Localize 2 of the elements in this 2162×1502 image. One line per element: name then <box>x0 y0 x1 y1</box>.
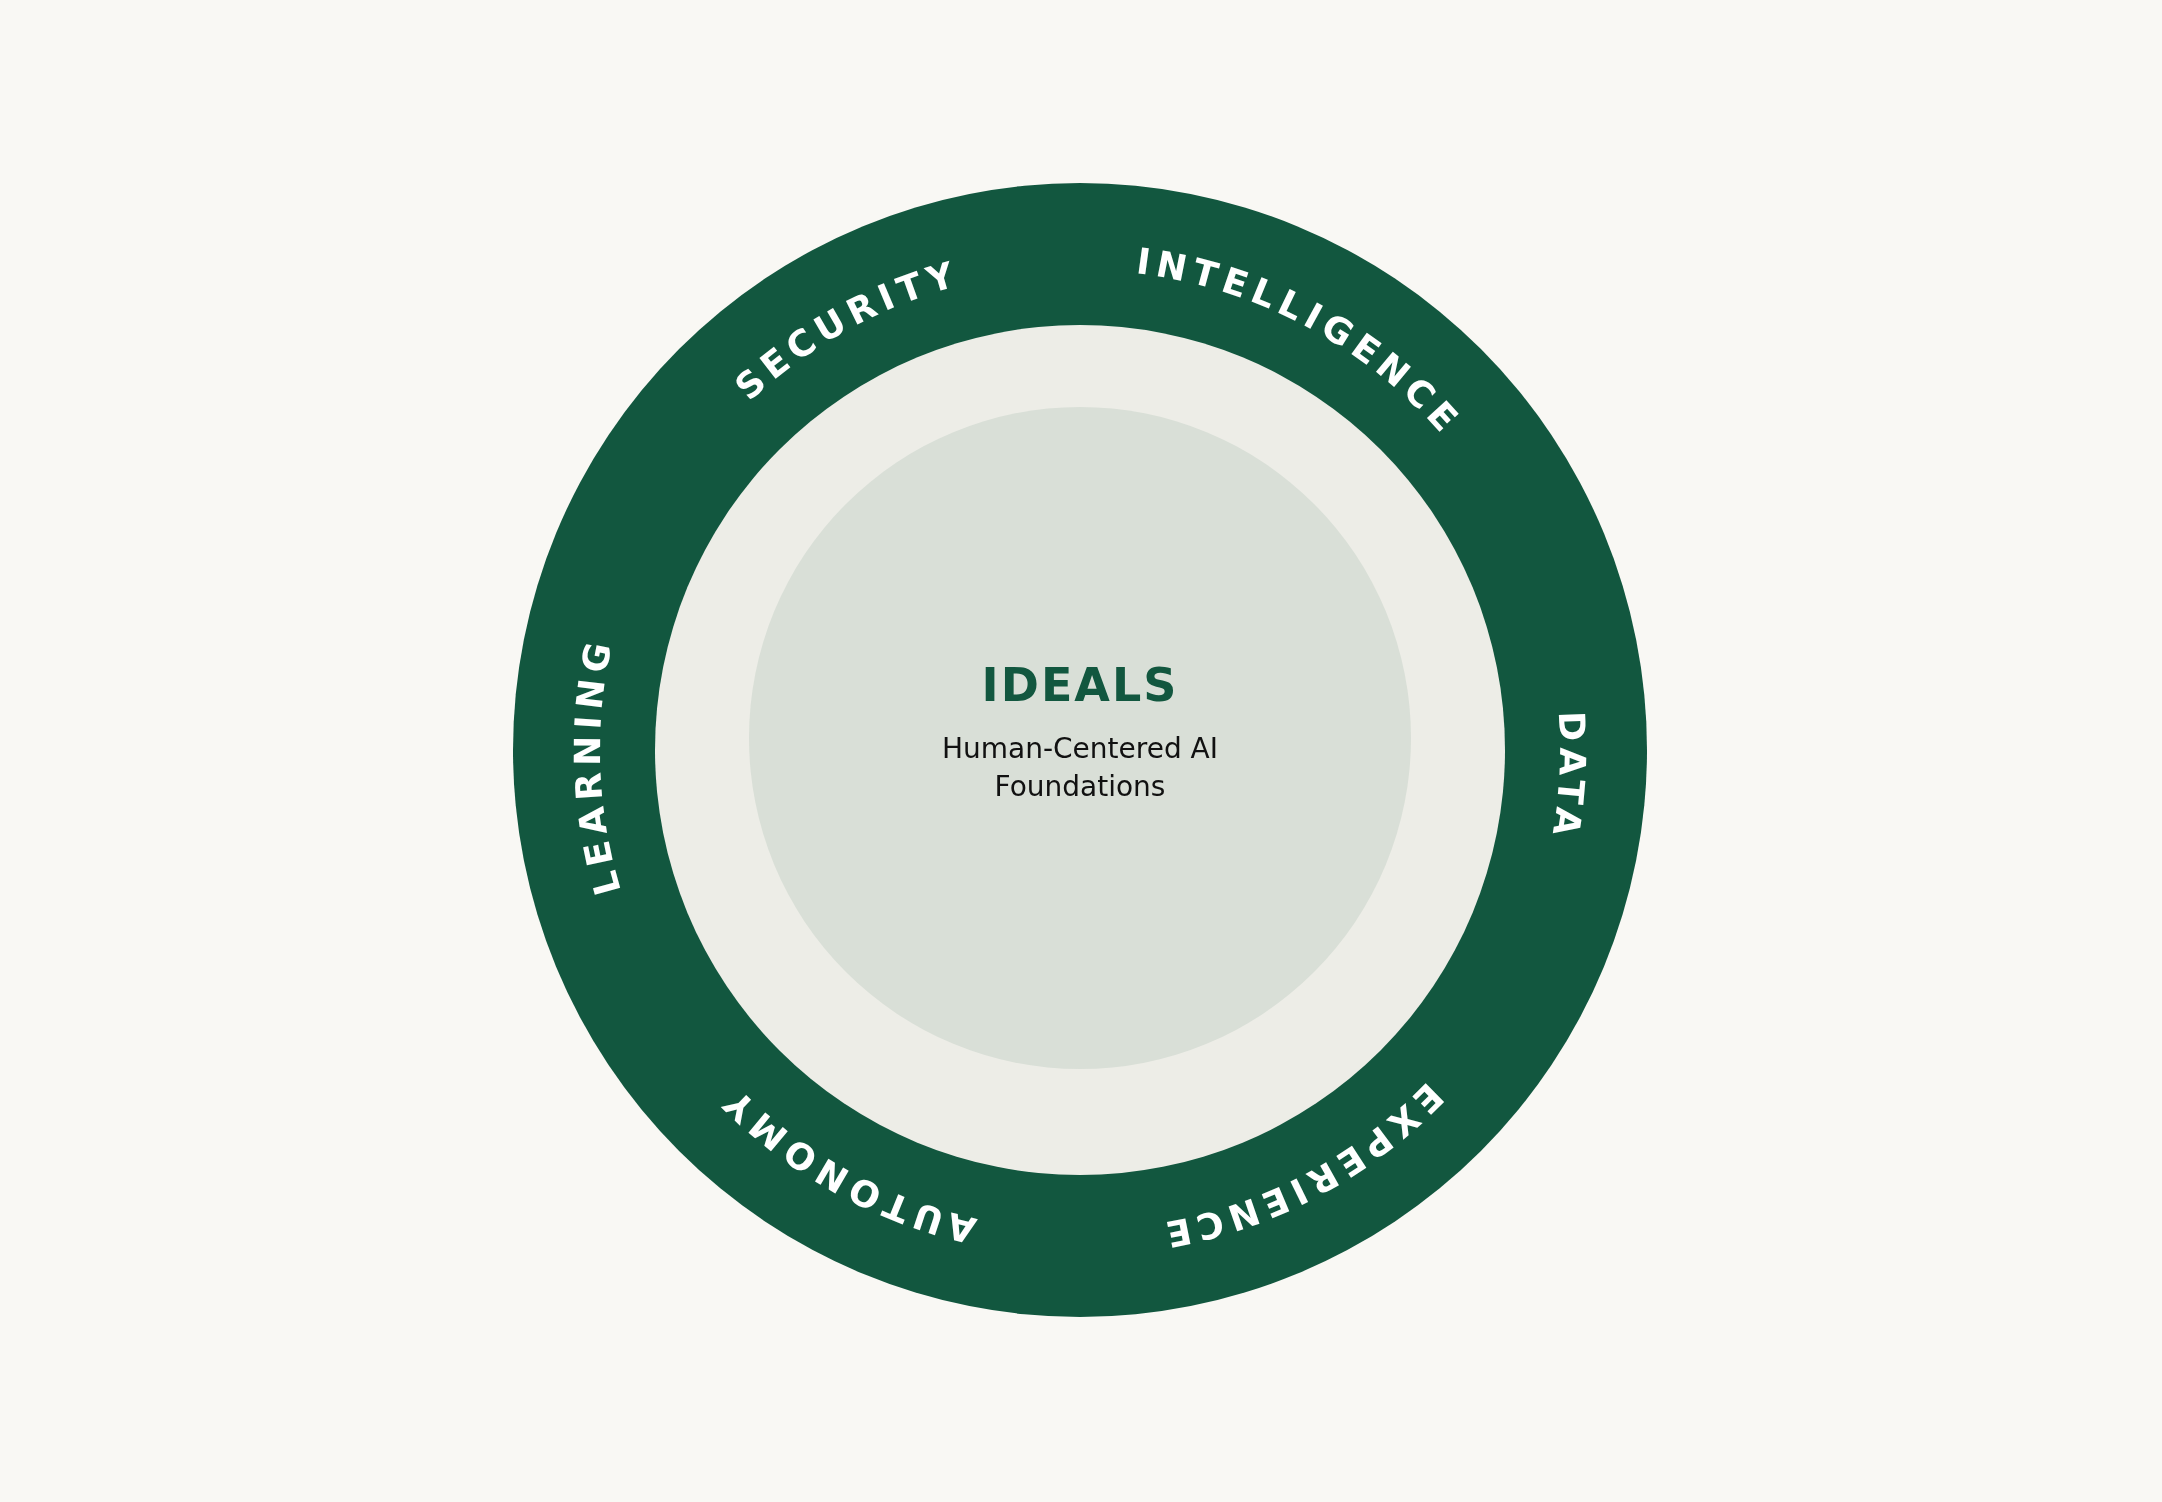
center-subtitle: Human-Centered AI Foundations <box>941 731 1219 805</box>
center-title: IDEALS <box>980 658 1180 712</box>
